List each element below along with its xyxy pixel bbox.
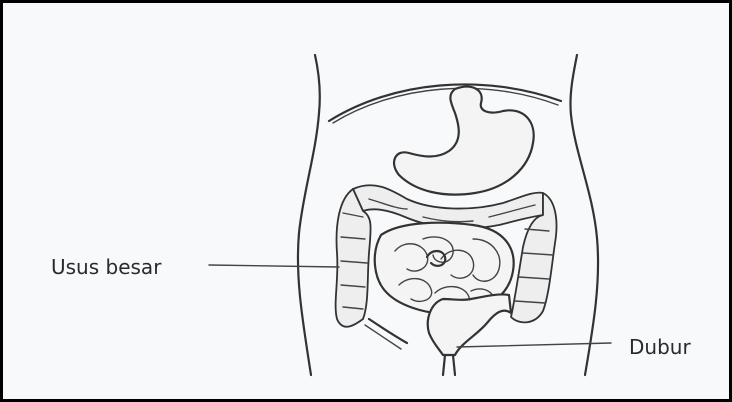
body-outline-left (298, 55, 320, 375)
body-outline-right (570, 55, 598, 375)
anal-canal (443, 355, 455, 375)
large-intestine-leader-line (209, 265, 339, 267)
anus-leader-line (457, 343, 611, 347)
large-intestine-label: Usus besar (51, 255, 161, 279)
stomach (394, 87, 534, 195)
anus-label: Dubur (629, 335, 691, 359)
digestive-system-illustration (3, 3, 729, 399)
